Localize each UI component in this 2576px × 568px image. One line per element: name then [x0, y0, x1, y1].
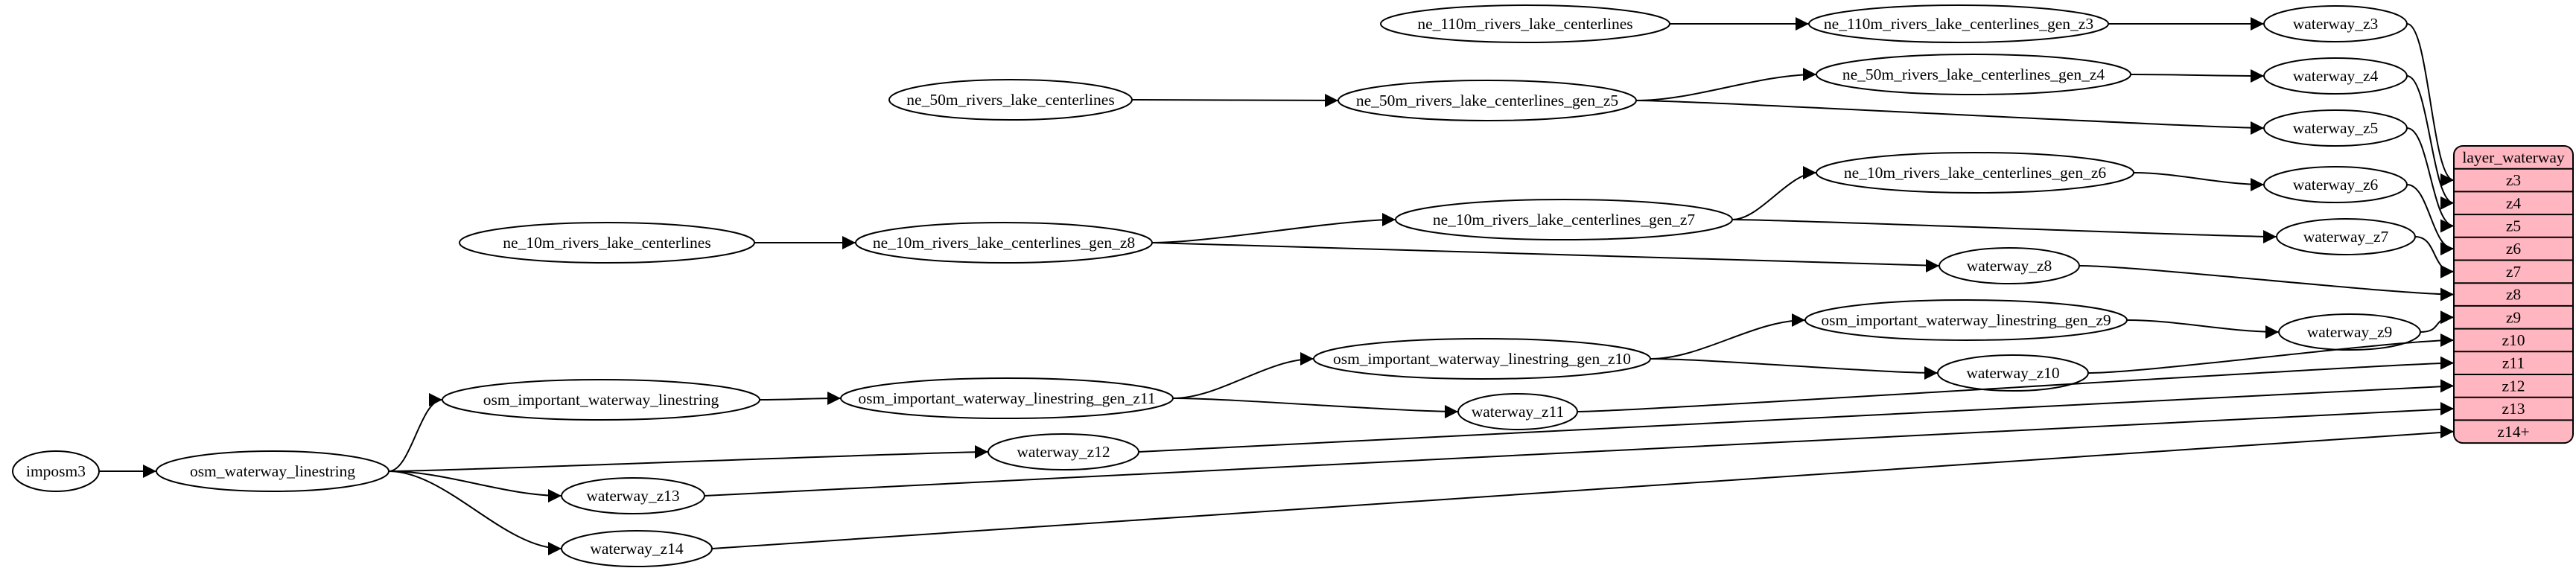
node-label-waterway_z3: waterway_z3 [2293, 15, 2379, 33]
node-label-osm_important_waterway_linestring: osm_important_waterway_linestring [483, 391, 719, 409]
record-row-z12: z12 [2502, 377, 2525, 395]
record-row-z11: z11 [2502, 354, 2525, 372]
node-osm_important_waterway_linestring: osm_important_waterway_linestring [442, 379, 760, 421]
edge-ne_50m_rivers_lake_centerlines_gen_z4-to-waterway_z4 [2130, 68, 2265, 83]
node-waterway_z12: waterway_z12 [988, 433, 1139, 470]
edge-waterway_z14-to-layer_waterway-z14+ [711, 424, 2455, 549]
node-osm_important_waterway_linestring_gen_z11: osm_important_waterway_linestring_gen_z1… [840, 377, 1174, 419]
node-label-waterway_z14: waterway_z14 [590, 540, 684, 558]
node-label-waterway_z12: waterway_z12 [1017, 443, 1110, 461]
record-row-z9: z9 [2506, 308, 2521, 326]
record-row-z4: z4 [2506, 194, 2522, 212]
edge-osm_waterway_linestring-to-waterway_z12 [388, 445, 989, 472]
edge-ne_10m_rivers_lake_centerlines_gen_z7-to-waterway_z7 [1731, 219, 2277, 243]
record-title: layer_waterway [2462, 148, 2565, 166]
node-ne_110m_rivers_lake_centerlines: ne_110m_rivers_lake_centerlines [1380, 4, 1670, 43]
node-imposm3: imposm3 [12, 450, 100, 492]
edge-osm_important_waterway_linestring_gen_z11-to-waterway_z11 [1172, 398, 1459, 418]
node-waterway_z11: waterway_z11 [1457, 393, 1578, 430]
edge-osm_important_waterway_linestring_gen_z10-to-waterway_z10 [1650, 358, 1939, 380]
node-label-waterway_z9: waterway_z9 [2307, 323, 2393, 341]
record-row-z5: z5 [2506, 217, 2521, 234]
node-waterway_z9: waterway_z9 [2278, 313, 2421, 351]
node-label-ne_50m_rivers_lake_centerlines: ne_50m_rivers_lake_centerlines [906, 91, 1114, 109]
node-osm_important_waterway_linestring_gen_z10: osm_important_waterway_linestring_gen_z1… [1313, 338, 1651, 380]
record-layer-waterway: layer_waterway z3 z4 z5 z6 z7 z8 z9 z10 z11 z12 z13… [2453, 145, 2574, 444]
node-ne_50m_rivers_lake_centerlines_gen_z5: ne_50m_rivers_lake_centerlines_gen_z5 [1338, 80, 1637, 121]
record-row-z3: z3 [2506, 171, 2521, 189]
edge-waterway_z3-to-layer_waterway-z3 [2406, 23, 2455, 187]
node-waterway_z14: waterway_z14 [561, 530, 713, 567]
edge-ne_10m_rivers_lake_centerlines_gen_z6-to-waterway_z6 [2133, 172, 2265, 191]
node-ne_110m_rivers_lake_centerlines_gen_z3: ne_110m_rivers_lake_centerlines_gen_z3 [1808, 4, 2109, 43]
node-label-waterway_z5: waterway_z5 [2293, 119, 2379, 137]
edge-ne_50m_rivers_lake_centerlines_gen_z5-to-ne_50m_rivers_lake_centerlines_gen_z4 [1635, 68, 1817, 101]
node-label-osm_important_waterway_linestring_gen_z11: osm_important_waterway_linestring_gen_z1… [858, 389, 1155, 407]
node-label-ne_50m_rivers_lake_centerlines_gen_z4: ne_50m_rivers_lake_centerlines_gen_z4 [1842, 66, 2105, 83]
edge-waterway_z9-to-layer_waterway-z9 [2420, 310, 2455, 333]
node-osm_waterway_linestring: osm_waterway_linestring [156, 450, 389, 492]
node-waterway_z10: waterway_z10 [1937, 354, 2089, 392]
node-label-ne_10m_rivers_lake_centerlines: ne_10m_rivers_lake_centerlines [503, 234, 710, 252]
node-label-ne_10m_rivers_lake_centerlines_gen_z7: ne_10m_rivers_lake_centerlines_gen_z7 [1433, 211, 1695, 229]
node-label-waterway_z7: waterway_z7 [2303, 228, 2389, 246]
node-ne_10m_rivers_lake_centerlines: ne_10m_rivers_lake_centerlines [459, 222, 755, 264]
node-label-waterway_z10: waterway_z10 [1966, 364, 2059, 382]
node-waterway_z13: waterway_z13 [561, 477, 705, 514]
edge-osm_important_waterway_linestring_gen_z10-to-osm_important_waterway_linestring_gen_z9 [1650, 313, 1806, 360]
edge-waterway_z10-to-layer_waterway-z10 [2087, 333, 2455, 374]
edge-osm_important_waterway_linestring-to-osm_important_waterway_linestring_gen_z11 [759, 392, 842, 406]
edge-ne_10m_rivers_lake_centerlines_gen_z7-to-ne_10m_rivers_lake_centerlines_gen_z6 [1731, 166, 1817, 220]
edge-ne_50m_rivers_lake_centerlines_gen_z5-to-waterway_z5 [1635, 100, 2265, 135]
node-ne_10m_rivers_lake_centerlines_gen_z8: ne_10m_rivers_lake_centerlines_gen_z8 [855, 222, 1153, 264]
edge-osm_important_waterway_linestring_gen_z11-to-osm_important_waterway_linestring_gen_z10 [1172, 352, 1314, 399]
record-row-z14+: z14+ [2497, 423, 2529, 441]
edges-layer [99, 17, 2455, 555]
edge-osm_waterway_linestring-to-waterway_z14 [388, 470, 562, 555]
record-row-z10: z10 [2502, 331, 2525, 349]
node-waterway_z7: waterway_z7 [2276, 218, 2416, 255]
node-ne_10m_rivers_lake_centerlines_gen_z6: ne_10m_rivers_lake_centerlines_gen_z6 [1816, 152, 2134, 194]
node-label-waterway_z13: waterway_z13 [586, 487, 679, 505]
node-waterway_z8: waterway_z8 [1939, 247, 2080, 284]
node-waterway_z4: waterway_z4 [2263, 57, 2408, 95]
record-row-z6: z6 [2506, 240, 2522, 258]
node-label-waterway_z4: waterway_z4 [2293, 67, 2379, 85]
node-label-ne_10m_rivers_lake_centerlines_gen_z8: ne_10m_rivers_lake_centerlines_gen_z8 [873, 234, 1135, 252]
record-row-z13: z13 [2502, 400, 2525, 418]
node-waterway_z5: waterway_z5 [2263, 109, 2408, 147]
node-waterway_z3: waterway_z3 [2263, 5, 2408, 42]
edge-osm_waterway_linestring-to-osm_important_waterway_linestring [388, 393, 443, 472]
node-label-osm_waterway_linestring: osm_waterway_linestring [190, 462, 355, 480]
edge-waterway_z11-to-layer_waterway-z11 [1577, 356, 2455, 412]
node-label-waterway_z8: waterway_z8 [1967, 257, 2052, 275]
node-label-ne_110m_rivers_lake_centerlines: ne_110m_rivers_lake_centerlines [1417, 15, 1632, 33]
edge-waterway_z7-to-layer_waterway-z7 [2414, 236, 2455, 278]
edge-ne_10m_rivers_lake_centerlines_gen_z8-to-waterway_z8 [1151, 242, 1940, 272]
node-label-waterway_z6: waterway_z6 [2293, 176, 2379, 194]
node-label-ne_50m_rivers_lake_centerlines_gen_z5: ne_50m_rivers_lake_centerlines_gen_z5 [1356, 92, 1618, 109]
node-label-ne_110m_rivers_lake_centerlines_gen_z3: ne_110m_rivers_lake_centerlines_gen_z3 [1824, 15, 2093, 33]
edge-osm_waterway_linestring-to-waterway_z13 [388, 470, 562, 502]
nodes-layer: imposm3 osm_waterway_linestring osm_import… [12, 4, 2574, 567]
edge-ne_10m_rivers_lake_centerlines_gen_z8-to-ne_10m_rivers_lake_centerlines_gen_z7 [1151, 213, 1396, 243]
edge-waterway_z5-to-layer_waterway-z5 [2406, 127, 2455, 233]
record-row-z7: z7 [2506, 263, 2522, 281]
node-label-imposm3: imposm3 [26, 462, 86, 480]
node-label-osm_important_waterway_linestring_gen_z9: osm_important_waterway_linestring_gen_z9 [1821, 311, 2111, 329]
node-label-waterway_z11: waterway_z11 [1472, 403, 1565, 421]
node-osm_important_waterway_linestring_gen_z9: osm_important_waterway_linestring_gen_z9 [1804, 299, 2128, 341]
record-row-z8: z8 [2506, 286, 2521, 304]
edge-osm_important_waterway_linestring_gen_z9-to-waterway_z9 [2126, 319, 2280, 339]
node-label-ne_10m_rivers_lake_centerlines_gen_z6: ne_10m_rivers_lake_centerlines_gen_z6 [1844, 164, 2106, 182]
edge-waterway_z6-to-layer_waterway-z6 [2406, 184, 2455, 256]
node-ne_50m_rivers_lake_centerlines_gen_z4: ne_50m_rivers_lake_centerlines_gen_z4 [1816, 54, 2131, 95]
node-ne_50m_rivers_lake_centerlines: ne_50m_rivers_lake_centerlines [888, 79, 1133, 121]
node-label-osm_important_waterway_linestring_gen_z10: osm_important_waterway_linestring_gen_z1… [1333, 350, 1631, 368]
node-waterway_z6: waterway_z6 [2263, 166, 2408, 203]
node-ne_10m_rivers_lake_centerlines_gen_z7: ne_10m_rivers_lake_centerlines_gen_z7 [1395, 199, 1733, 240]
edge-waterway_z8-to-layer_waterway-z8 [2079, 265, 2455, 301]
edge-waterway_z4-to-layer_waterway-z4 [2406, 75, 2455, 210]
